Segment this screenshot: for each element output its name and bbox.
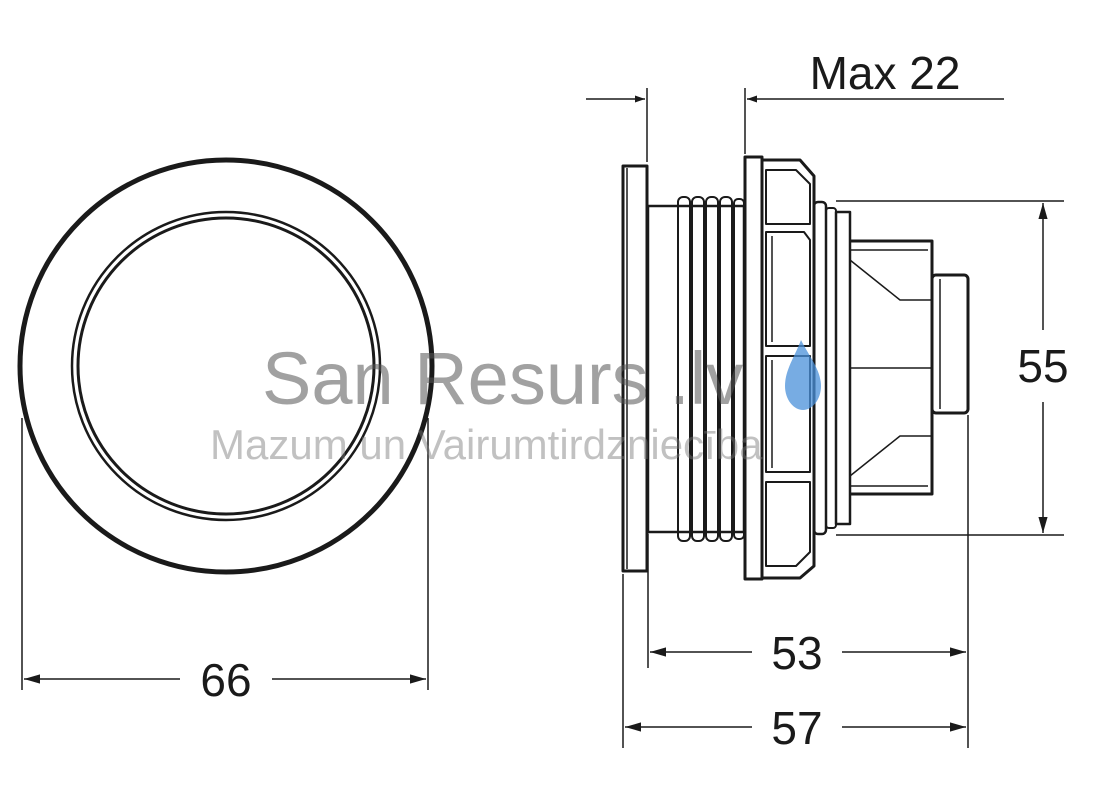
front-view <box>17 157 435 575</box>
inner-ring-inner <box>76 216 376 516</box>
dimension-label-57: 57 <box>771 702 822 754</box>
dimension-max-22: Max 22 <box>586 47 1004 162</box>
dimension-label-53: 53 <box>771 627 822 679</box>
dimension-53: 53 <box>647 415 969 748</box>
housing-taper-lower <box>849 435 932 477</box>
housing-taper <box>849 259 932 301</box>
inner-ring-outer <box>70 210 382 522</box>
collar-rings <box>812 200 852 536</box>
dimension-label-55: 55 <box>1017 340 1068 392</box>
watermark-title: San Resurs .lv <box>262 337 743 420</box>
rear-cap <box>930 273 970 415</box>
dimension-55: 55 <box>836 200 1069 536</box>
outer-ring <box>17 157 435 575</box>
side-view <box>621 155 970 581</box>
dimension-label-66: 66 <box>200 654 251 706</box>
dimension-57: 57 <box>622 574 966 754</box>
dimension-66: 66 <box>21 418 429 706</box>
dimension-label-max-22: Max 22 <box>810 47 961 99</box>
nut-flange <box>743 155 764 581</box>
watermark-subtitle: Mazum un Vairumtirdzniecība <box>210 421 763 468</box>
water-drop-icon <box>785 340 821 410</box>
nut-castellations <box>765 169 811 567</box>
watermark: San Resurs .lv Mazum un Vairumtirdzniecī… <box>210 337 821 468</box>
